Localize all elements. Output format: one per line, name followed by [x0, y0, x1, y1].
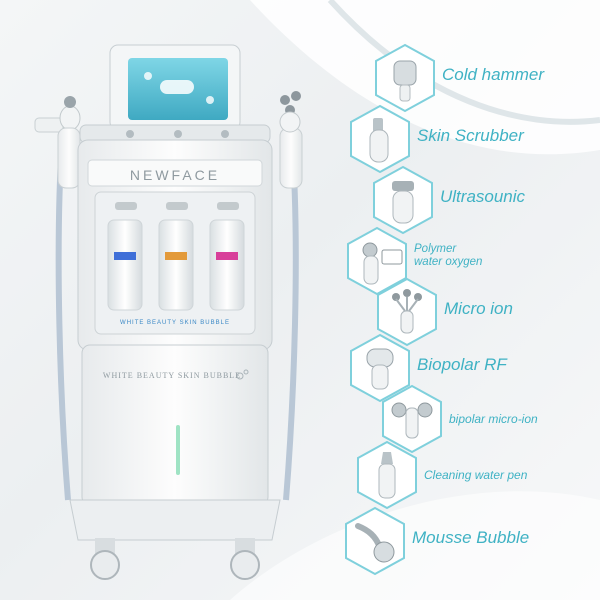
- bipolar-rf-icon: [350, 333, 410, 403]
- feature-label-line1: Polymer: [414, 243, 457, 255]
- feature-label: Mousse Bubble: [412, 528, 530, 547]
- feature-polymer-water-oxygen: Polymer water oxygen: [342, 226, 600, 296]
- cold-hammer-icon: [375, 43, 435, 113]
- cleaning-water-pen-icon: [357, 440, 417, 510]
- feature-label-line2: water oxygen: [414, 256, 483, 268]
- bottle-label-2: [165, 252, 187, 260]
- feature-label: Cold hammer: [442, 65, 545, 84]
- skin-scrubber-icon: [350, 104, 410, 174]
- feature-label: Micro ion: [444, 299, 513, 318]
- bottle-label-3: [216, 252, 238, 260]
- feature-ultrasonic: Ultrasounic: [368, 165, 600, 235]
- micro-ion-icon: [377, 277, 437, 347]
- ultrasonic-icon: [373, 165, 433, 235]
- brand-label: NEWFACE: [130, 167, 220, 183]
- feature-biopolar-rf: Biopolar RF: [345, 333, 600, 403]
- feature-mousse-bubble: Mousse Bubble: [340, 506, 600, 576]
- feature-bipolar-micro-ion: bipolar micro-ion: [377, 384, 600, 454]
- feature-label: Cleaning water pen: [424, 468, 528, 482]
- feature-label: Polymer water oxygen: [414, 243, 564, 269]
- polymer-water-oxygen-icon: [347, 226, 407, 296]
- feature-cleaning-water-pen: Cleaning water pen: [352, 440, 600, 510]
- bipolar-micro-ion-icon: [382, 384, 442, 454]
- feature-label: Skin Scrubber: [417, 126, 524, 145]
- body-label: WHITE BEAUTY SKIN BUBBLE: [103, 371, 241, 380]
- feature-label: bipolar micro-ion: [449, 412, 538, 426]
- machine-illustration: NEWFACE WHITE BEAUTY SKIN BUBBLE WHITE B…: [34, 44, 303, 580]
- mousse-bubble-icon: [345, 506, 405, 576]
- feature-label: Ultrasounic: [440, 187, 526, 206]
- feature-skin-scrubber: Skin Scrubber: [345, 104, 600, 174]
- bottle-label-1: [114, 252, 136, 260]
- feature-label: Biopolar RF: [417, 355, 507, 374]
- feature-cold-hammer: Cold hammer: [370, 43, 600, 113]
- feature-micro-ion: Micro ion: [372, 277, 600, 347]
- cabinet-panel-text: WHITE BEAUTY SKIN BUBBLE: [120, 320, 230, 326]
